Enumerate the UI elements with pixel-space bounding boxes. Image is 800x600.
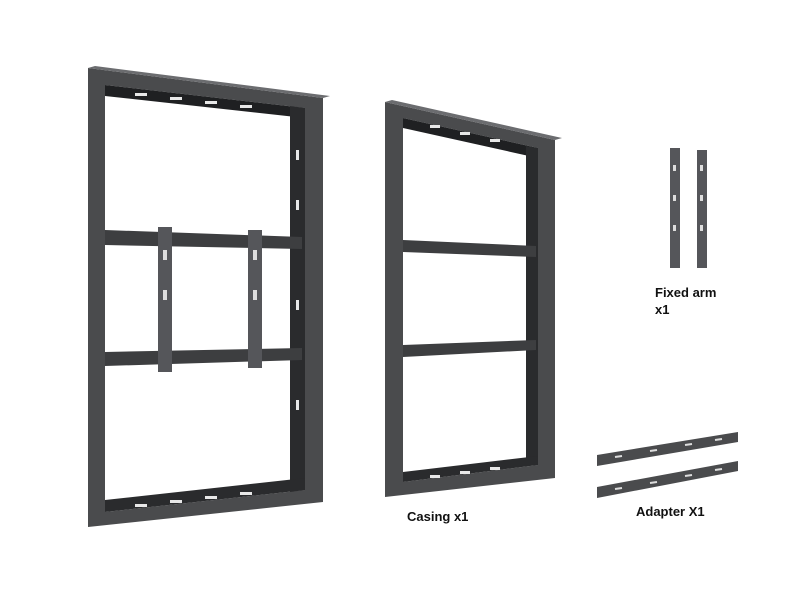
adapter-bars bbox=[597, 432, 738, 498]
fixed-arm-label-qty: x1 bbox=[655, 302, 670, 317]
fixed-arm-label: Fixed arm x1 bbox=[655, 284, 716, 318]
casing-frame bbox=[385, 100, 562, 497]
fixed-arms bbox=[670, 148, 707, 268]
casing-label: Casing x1 bbox=[407, 509, 469, 524]
fixed-arm-label-name: Fixed arm bbox=[655, 285, 717, 300]
adapter-label: Adapter X1 bbox=[636, 504, 705, 519]
assembled-frame bbox=[88, 66, 330, 527]
